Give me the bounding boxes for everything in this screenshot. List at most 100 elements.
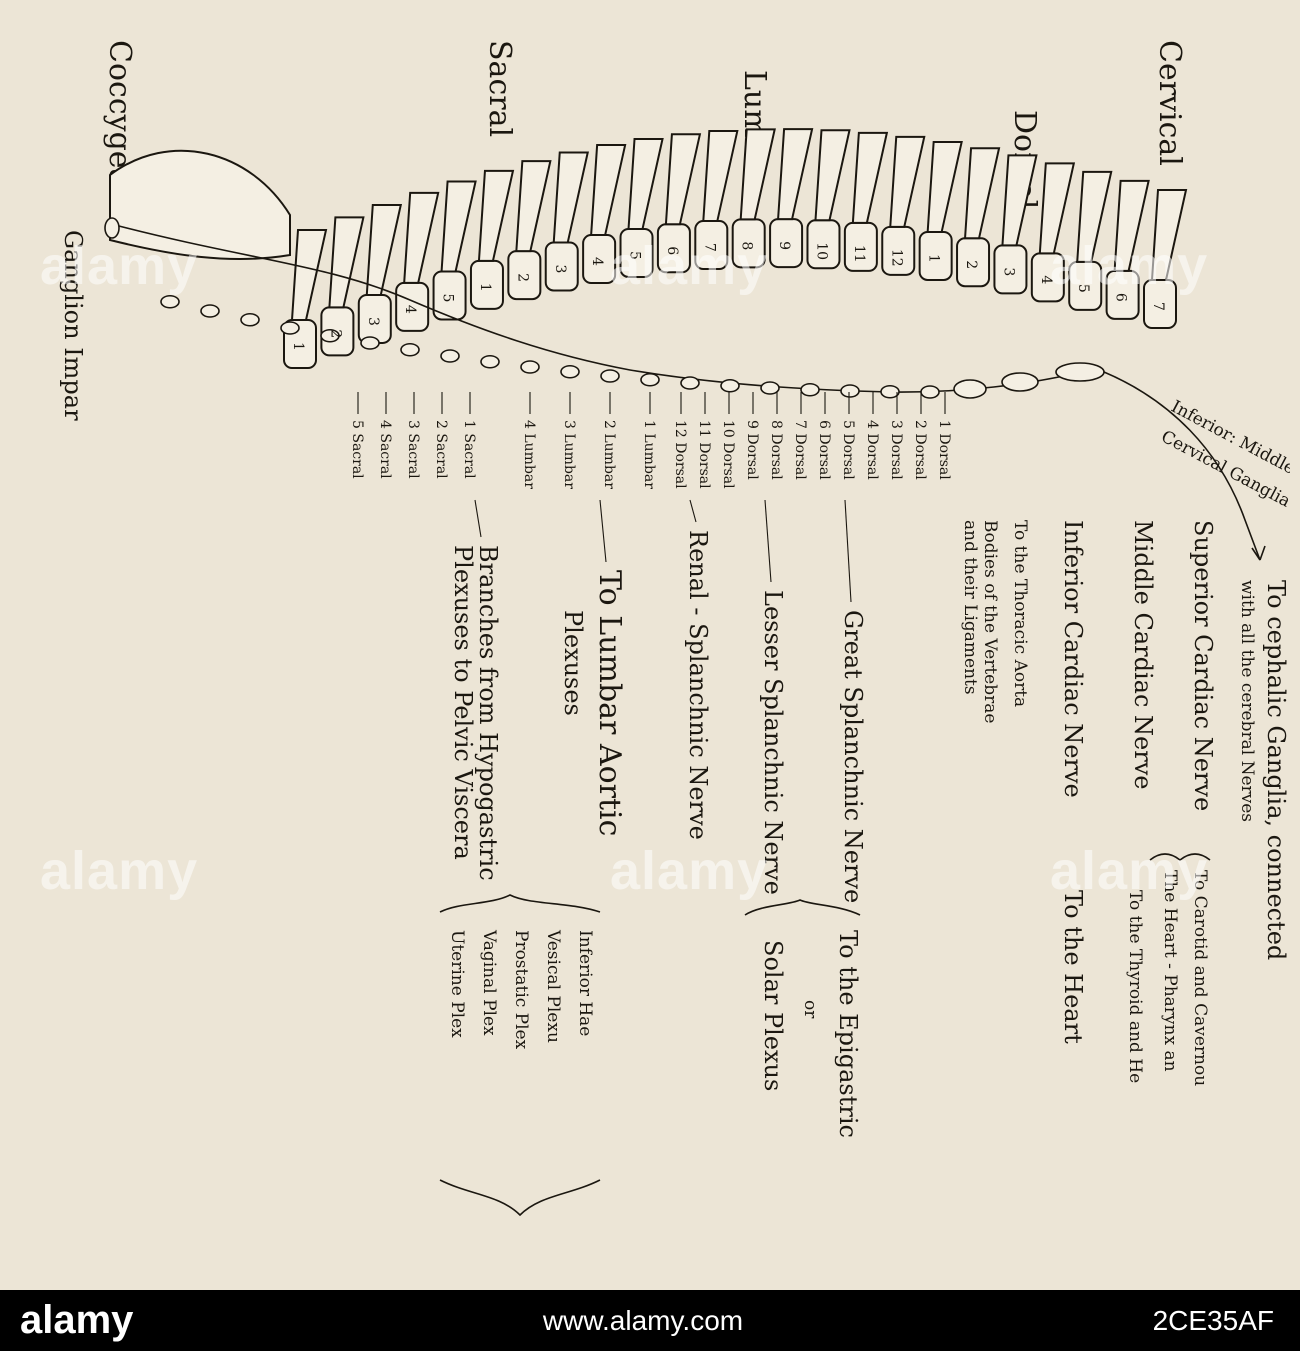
chain-ganglion: [200, 304, 220, 318]
bodies-vertebrae-line2: and their Ligaments: [960, 520, 980, 695]
target-thyroid: To the Thyroid and He: [1125, 890, 1145, 1083]
ganglion-impar: [104, 217, 120, 239]
branches-hypogastric-line1: Branches from Hypogastric: [474, 545, 502, 881]
dorsal-nerve-label: 8 Dorsal: [768, 420, 784, 480]
alamy-logo: alamy: [20, 1298, 134, 1342]
chain-ganglion: [520, 360, 540, 374]
converging-nerve-line: [474, 499, 482, 538]
branches-hypogastric-line2: Plexuses to Pelvic Viscera: [449, 545, 477, 860]
sacral-nerve-label: 2 Sacral: [433, 420, 449, 479]
chain-ganglion: [160, 294, 180, 309]
vertebra-number: 5: [627, 251, 643, 260]
spinous-process: [739, 128, 776, 221]
converging-nerve-line: [599, 499, 607, 563]
vertebra-number: 4: [1038, 275, 1054, 284]
spinous-process: [365, 203, 403, 296]
middle-cardiac-nerve-label: Middle Cardiac Nerve: [1129, 520, 1157, 789]
thoracic-aorta-label: To the Thoracic Aorta: [1010, 520, 1030, 707]
dorsal-nerve-label: 3 Dorsal: [888, 420, 904, 480]
target-epigastric: To the Epigastric: [834, 930, 862, 1138]
top-note-connector: [1103, 371, 1261, 561]
sacral-nerve-label: 3 Sacral: [405, 420, 421, 479]
vertebra-number: 3: [552, 264, 568, 273]
sacral-nerve-label: 1 Sacral: [461, 420, 477, 479]
spinous-process: [664, 133, 702, 226]
vertebra-number: 7: [701, 243, 717, 252]
chain-ganglion: [720, 378, 740, 393]
spinous-process: [1001, 154, 1038, 247]
vertebra-number: 12: [888, 249, 904, 267]
top-note-line1: To cephalic Ganglia, connected: [1262, 580, 1290, 960]
dorsal-nerve-label: 7 Dorsal: [792, 420, 808, 480]
chain-ganglion: [800, 382, 820, 397]
sacral-nerve-label: 5 Sacral: [349, 420, 365, 479]
inferior-cardiac-nerve-label: Inferior Cardiac Nerve: [1059, 520, 1087, 798]
chain-ganglion: [600, 369, 620, 383]
spinous-process: [590, 144, 627, 237]
target-heart-pharynx: The Heart - Pharynx an: [1160, 870, 1180, 1072]
spinous-process: [1113, 179, 1150, 272]
pelvic-target-label: Uterine Plex: [447, 930, 467, 1038]
lumbar-aortic-line2: Plexuses: [559, 610, 587, 716]
vertebra-number: 11: [851, 245, 867, 263]
dorsal-nerve-label: 11 Dorsal: [696, 420, 712, 489]
chain-ganglion: [840, 384, 860, 398]
chain-ganglion: [560, 364, 580, 379]
target-heart: To the Heart: [1059, 890, 1087, 1044]
solar-brace: [744, 899, 861, 916]
pelvic-brace: [439, 894, 601, 913]
spinous-process: [403, 191, 440, 284]
chain-ganglion: [400, 342, 420, 357]
top-note-line2: with all the cerebral Nerves: [1237, 580, 1257, 822]
lesser-splanchnic-nerve-label: Lesser Splanchnic Nerve: [759, 590, 787, 895]
spinous-process: [440, 180, 477, 273]
chain-ganglion: [320, 328, 340, 343]
region-label-sacral: Sacral: [482, 40, 517, 137]
pelvic-target-label: Vesical Plexu: [543, 929, 563, 1043]
spinous-process: [851, 131, 889, 224]
spinous-process: [1150, 189, 1188, 281]
vertebra-number: 9: [776, 241, 792, 250]
vertebra-number: 1: [926, 254, 942, 263]
spinous-process: [777, 128, 814, 221]
spinous-process: [926, 140, 963, 233]
pelvic-target-label: Vaginal Plex: [479, 929, 499, 1036]
chain-ganglion: [920, 385, 940, 399]
chain-ganglion: [360, 336, 380, 350]
vertebra-number: 2: [514, 273, 530, 282]
vertebra-number: 4: [589, 257, 605, 266]
vertebra-number: 6: [1113, 293, 1129, 302]
vertebra-number: 3: [365, 317, 381, 326]
vertebra-number: 3: [1000, 267, 1016, 276]
lumbar-nerve-label: 4 Lumbar: [521, 420, 537, 489]
lumbar-nerve-label: 1 Lumbar: [641, 420, 657, 489]
inferior-cervical-ganglion: [953, 379, 987, 399]
watermark-footer: alamy www.alamy.com 2CE35AF: [0, 1290, 1300, 1351]
spinous-process: [702, 130, 739, 223]
spinous-process: [515, 160, 552, 253]
spinous-process: [889, 135, 926, 228]
vertebra-number: 4: [402, 305, 418, 314]
spinous-process: [1038, 162, 1076, 255]
pelvic-right-brace: [439, 1179, 601, 1217]
chain-ganglion: [880, 384, 900, 399]
region-label-cervical: Cervical: [1152, 40, 1187, 166]
rotated-diagram: Cervical Dorsal Lumbar Sacral Coccygeal …: [59, 40, 1290, 1217]
bodies-vertebrae-line1: Bodies of the Vertebrae: [980, 520, 1000, 723]
spinous-process: [552, 151, 589, 244]
chain-ganglion: [440, 349, 460, 363]
superior-cardiac-nerve-label: Superior Cardiac Nerve: [1189, 520, 1217, 811]
dorsal-nerve-label: 6 Dorsal: [816, 420, 832, 480]
lumbar-nerve-label: 2 Lumbar: [601, 420, 617, 489]
footer-url: www.alamy.com: [542, 1304, 744, 1336]
vertebra-number: 2: [963, 260, 979, 269]
middle-cervical-ganglion: [1001, 372, 1039, 392]
vertebra-number: 7: [1150, 302, 1166, 311]
dorsal-nerve-label: 1 Dorsal: [936, 420, 952, 480]
dorsal-nerve-label: 12 Dorsal: [672, 420, 688, 489]
vertebra-number: 6: [664, 246, 680, 255]
